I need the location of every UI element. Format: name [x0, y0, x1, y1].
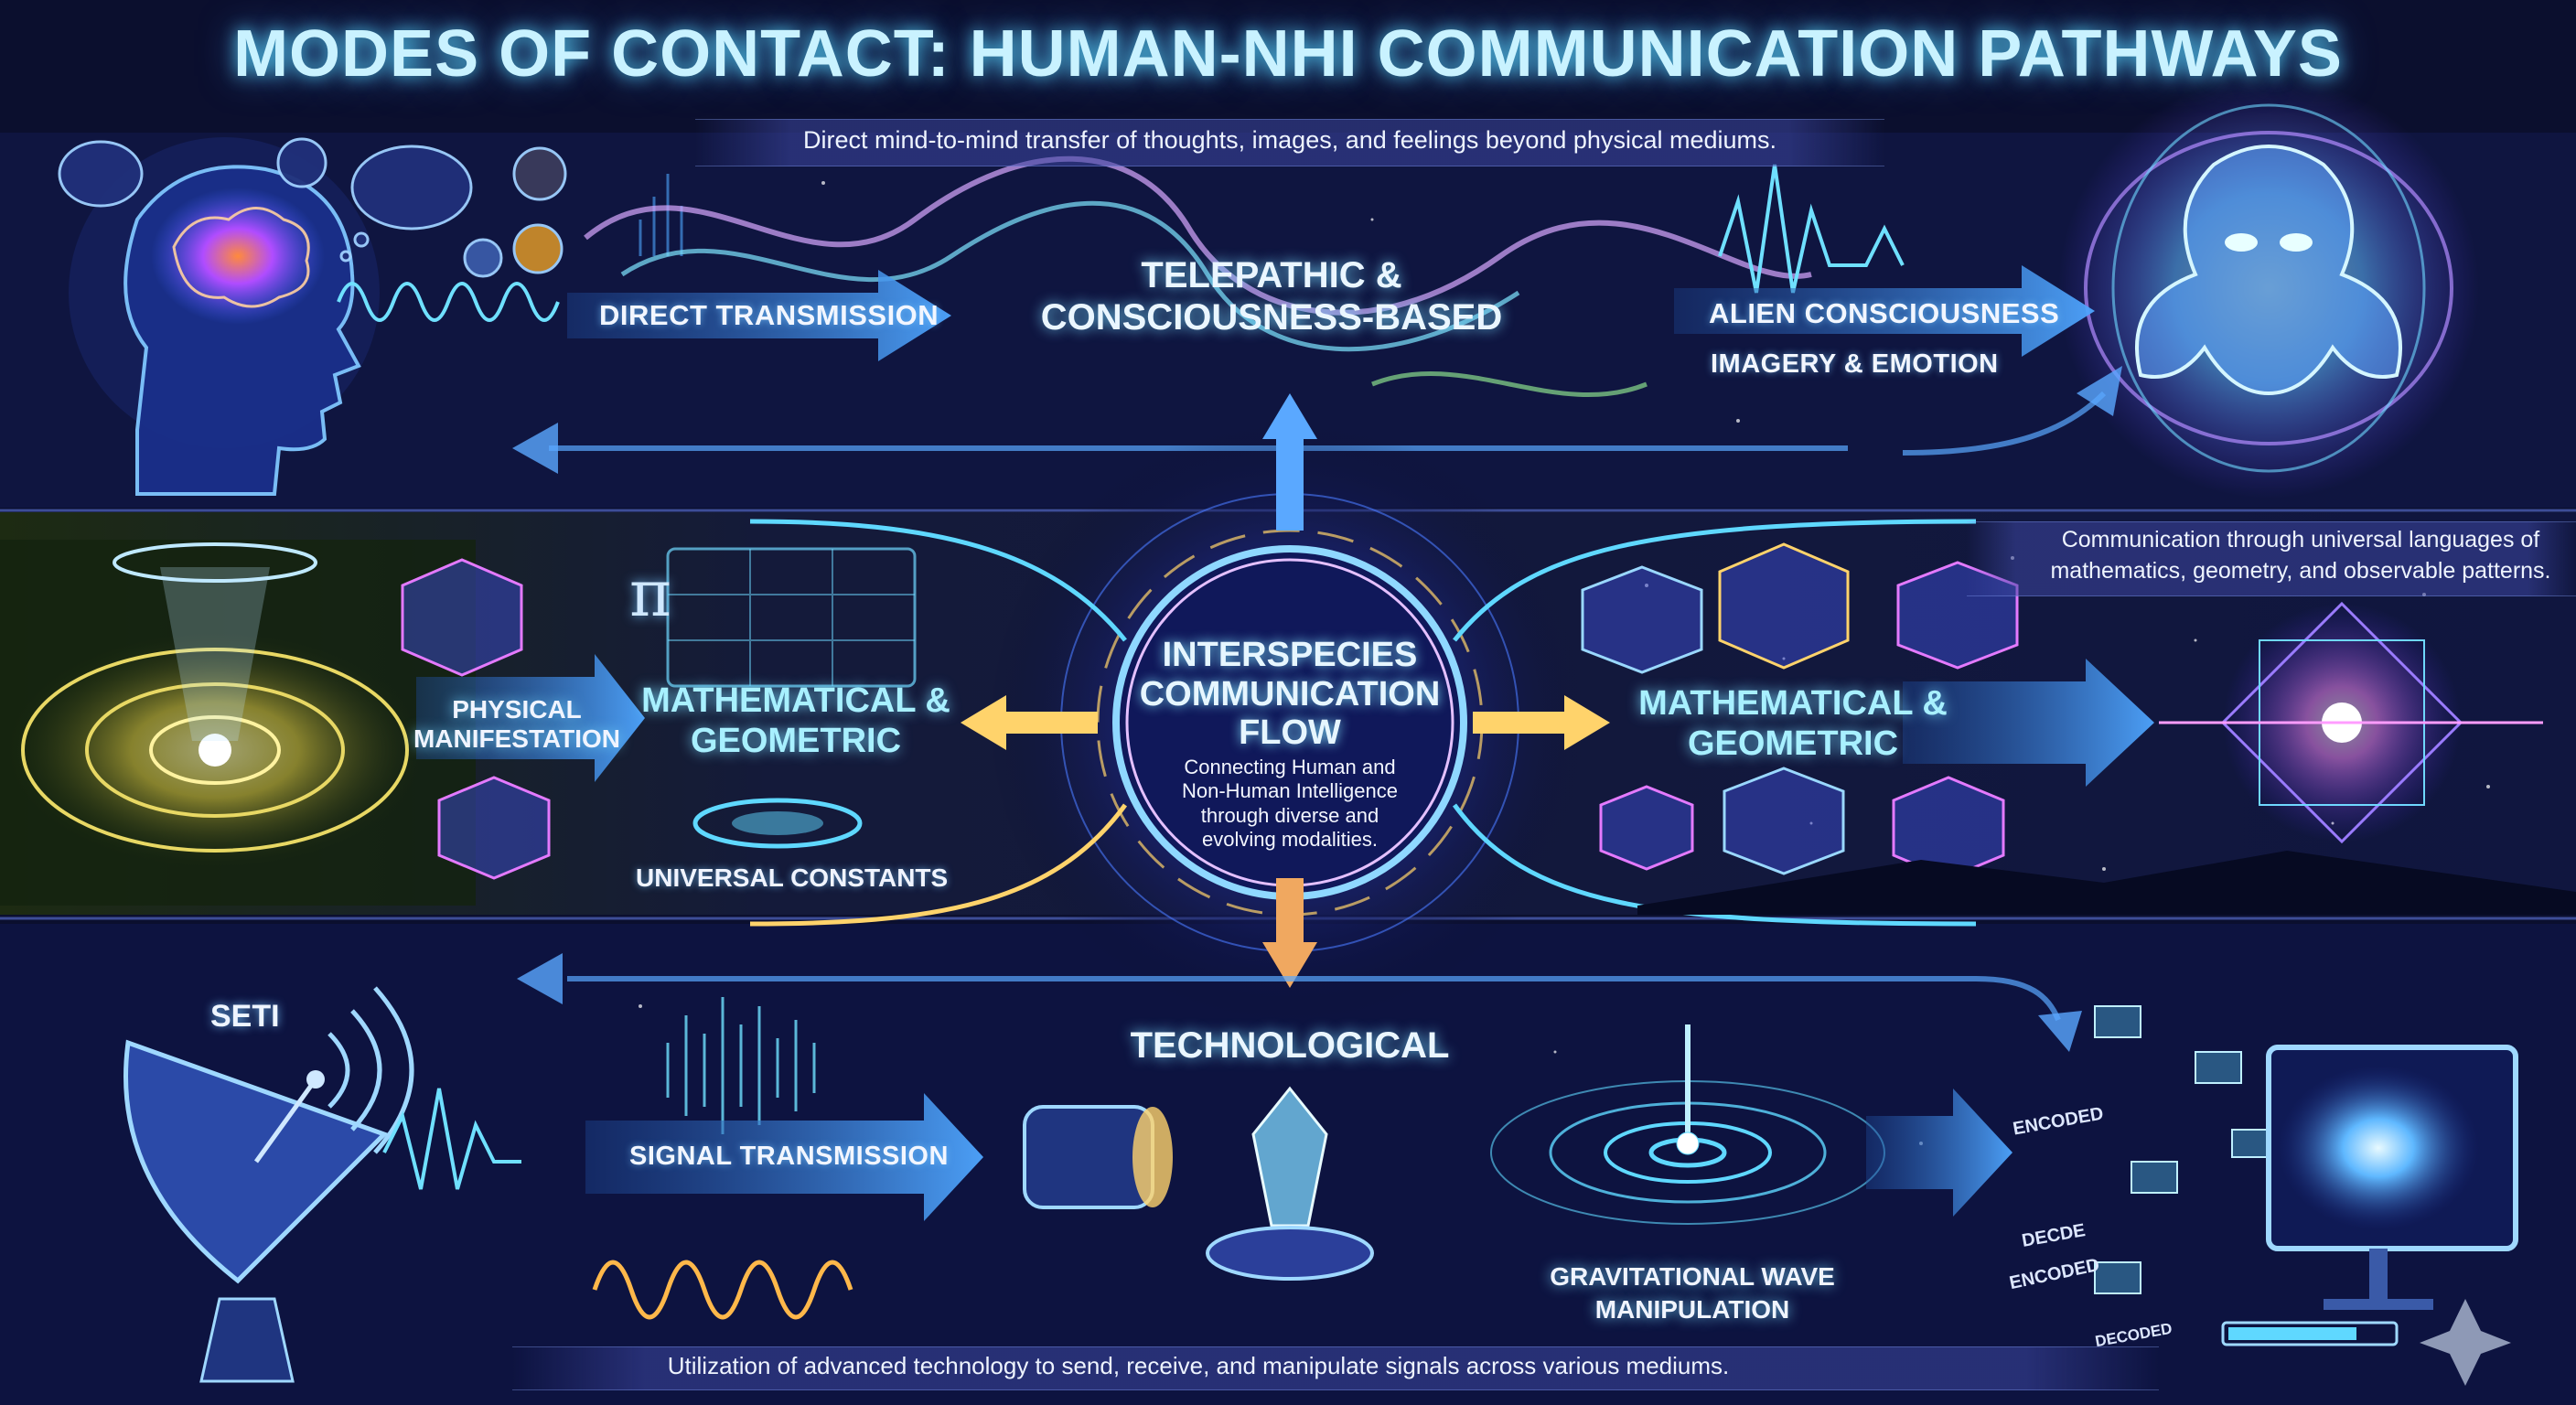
caption-mathematical: Communication through universal language…	[2050, 527, 2551, 584]
label-signal-transmission: SIGNAL TRANSMISSION	[629, 1142, 949, 1171]
alien-consciousness-arrow	[1674, 265, 2095, 357]
heading-mathematical-right: MATHEMATICAL & GEOMETRIC	[1638, 684, 1948, 763]
heading-mathematical-left: MATHEMATICAL & GEOMETRIC	[641, 681, 950, 760]
heading-telepathic: TELEPATHIC & CONSCIOUSNESS-BASED	[1040, 255, 1503, 338]
thought-bubbles	[58, 137, 567, 278]
direct-transmission-arrow	[567, 270, 951, 361]
pi-symbol: π	[629, 556, 672, 631]
crop-circle-icon	[0, 540, 476, 906]
heading-technological: TECHNOLOGICAL	[1130, 1025, 1450, 1066]
monitor-icon	[2221, 1045, 2518, 1346]
hub-subtitle: Connecting Human and Non-Human Intellige…	[1181, 756, 1399, 852]
caption-technological: Utilization of advanced technology to se…	[667, 1352, 1730, 1379]
crystal-icon	[1206, 1086, 1374, 1281]
caption-telepathic: Direct mind-to-mind transfer of thoughts…	[802, 126, 1776, 154]
label-universal-constants: UNIVERSAL CONSTANTS	[636, 863, 949, 892]
label-seti: SETI	[210, 999, 280, 1034]
caption-bar-mathematical	[1967, 521, 2576, 596]
page-title: MODES OF CONTACT: HUMAN-NHI COMMUNICATIO…	[233, 17, 2343, 91]
satellite-dish-icon	[123, 986, 414, 1383]
label-imagery-emotion: IMAGERY & EMOTION	[1711, 349, 1999, 379]
label-alien-consciousness: ALIEN CONSCIOUSNESS	[1709, 297, 2060, 329]
caption-bar-telepathic	[695, 119, 1884, 166]
hub-title: INTERSPECIES COMMUNICATION FLOW	[1139, 636, 1441, 753]
sacred-geometry-star	[2159, 601, 2543, 844]
label-gravitational-wave: GRAVITATIONAL WAVE MANIPULATION	[1550, 1262, 1835, 1325]
label-direct-transmission: DIRECT TRANSMISSION	[599, 299, 939, 331]
alien-consciousness-icon	[2058, 78, 2479, 499]
signal-device-icon	[1023, 1105, 1173, 1209]
caption-bar-technological	[512, 1346, 2159, 1390]
label-physical-manifestation: PHYSICAL MANIFESTATION	[413, 695, 621, 754]
human-head-icon	[69, 137, 380, 496]
